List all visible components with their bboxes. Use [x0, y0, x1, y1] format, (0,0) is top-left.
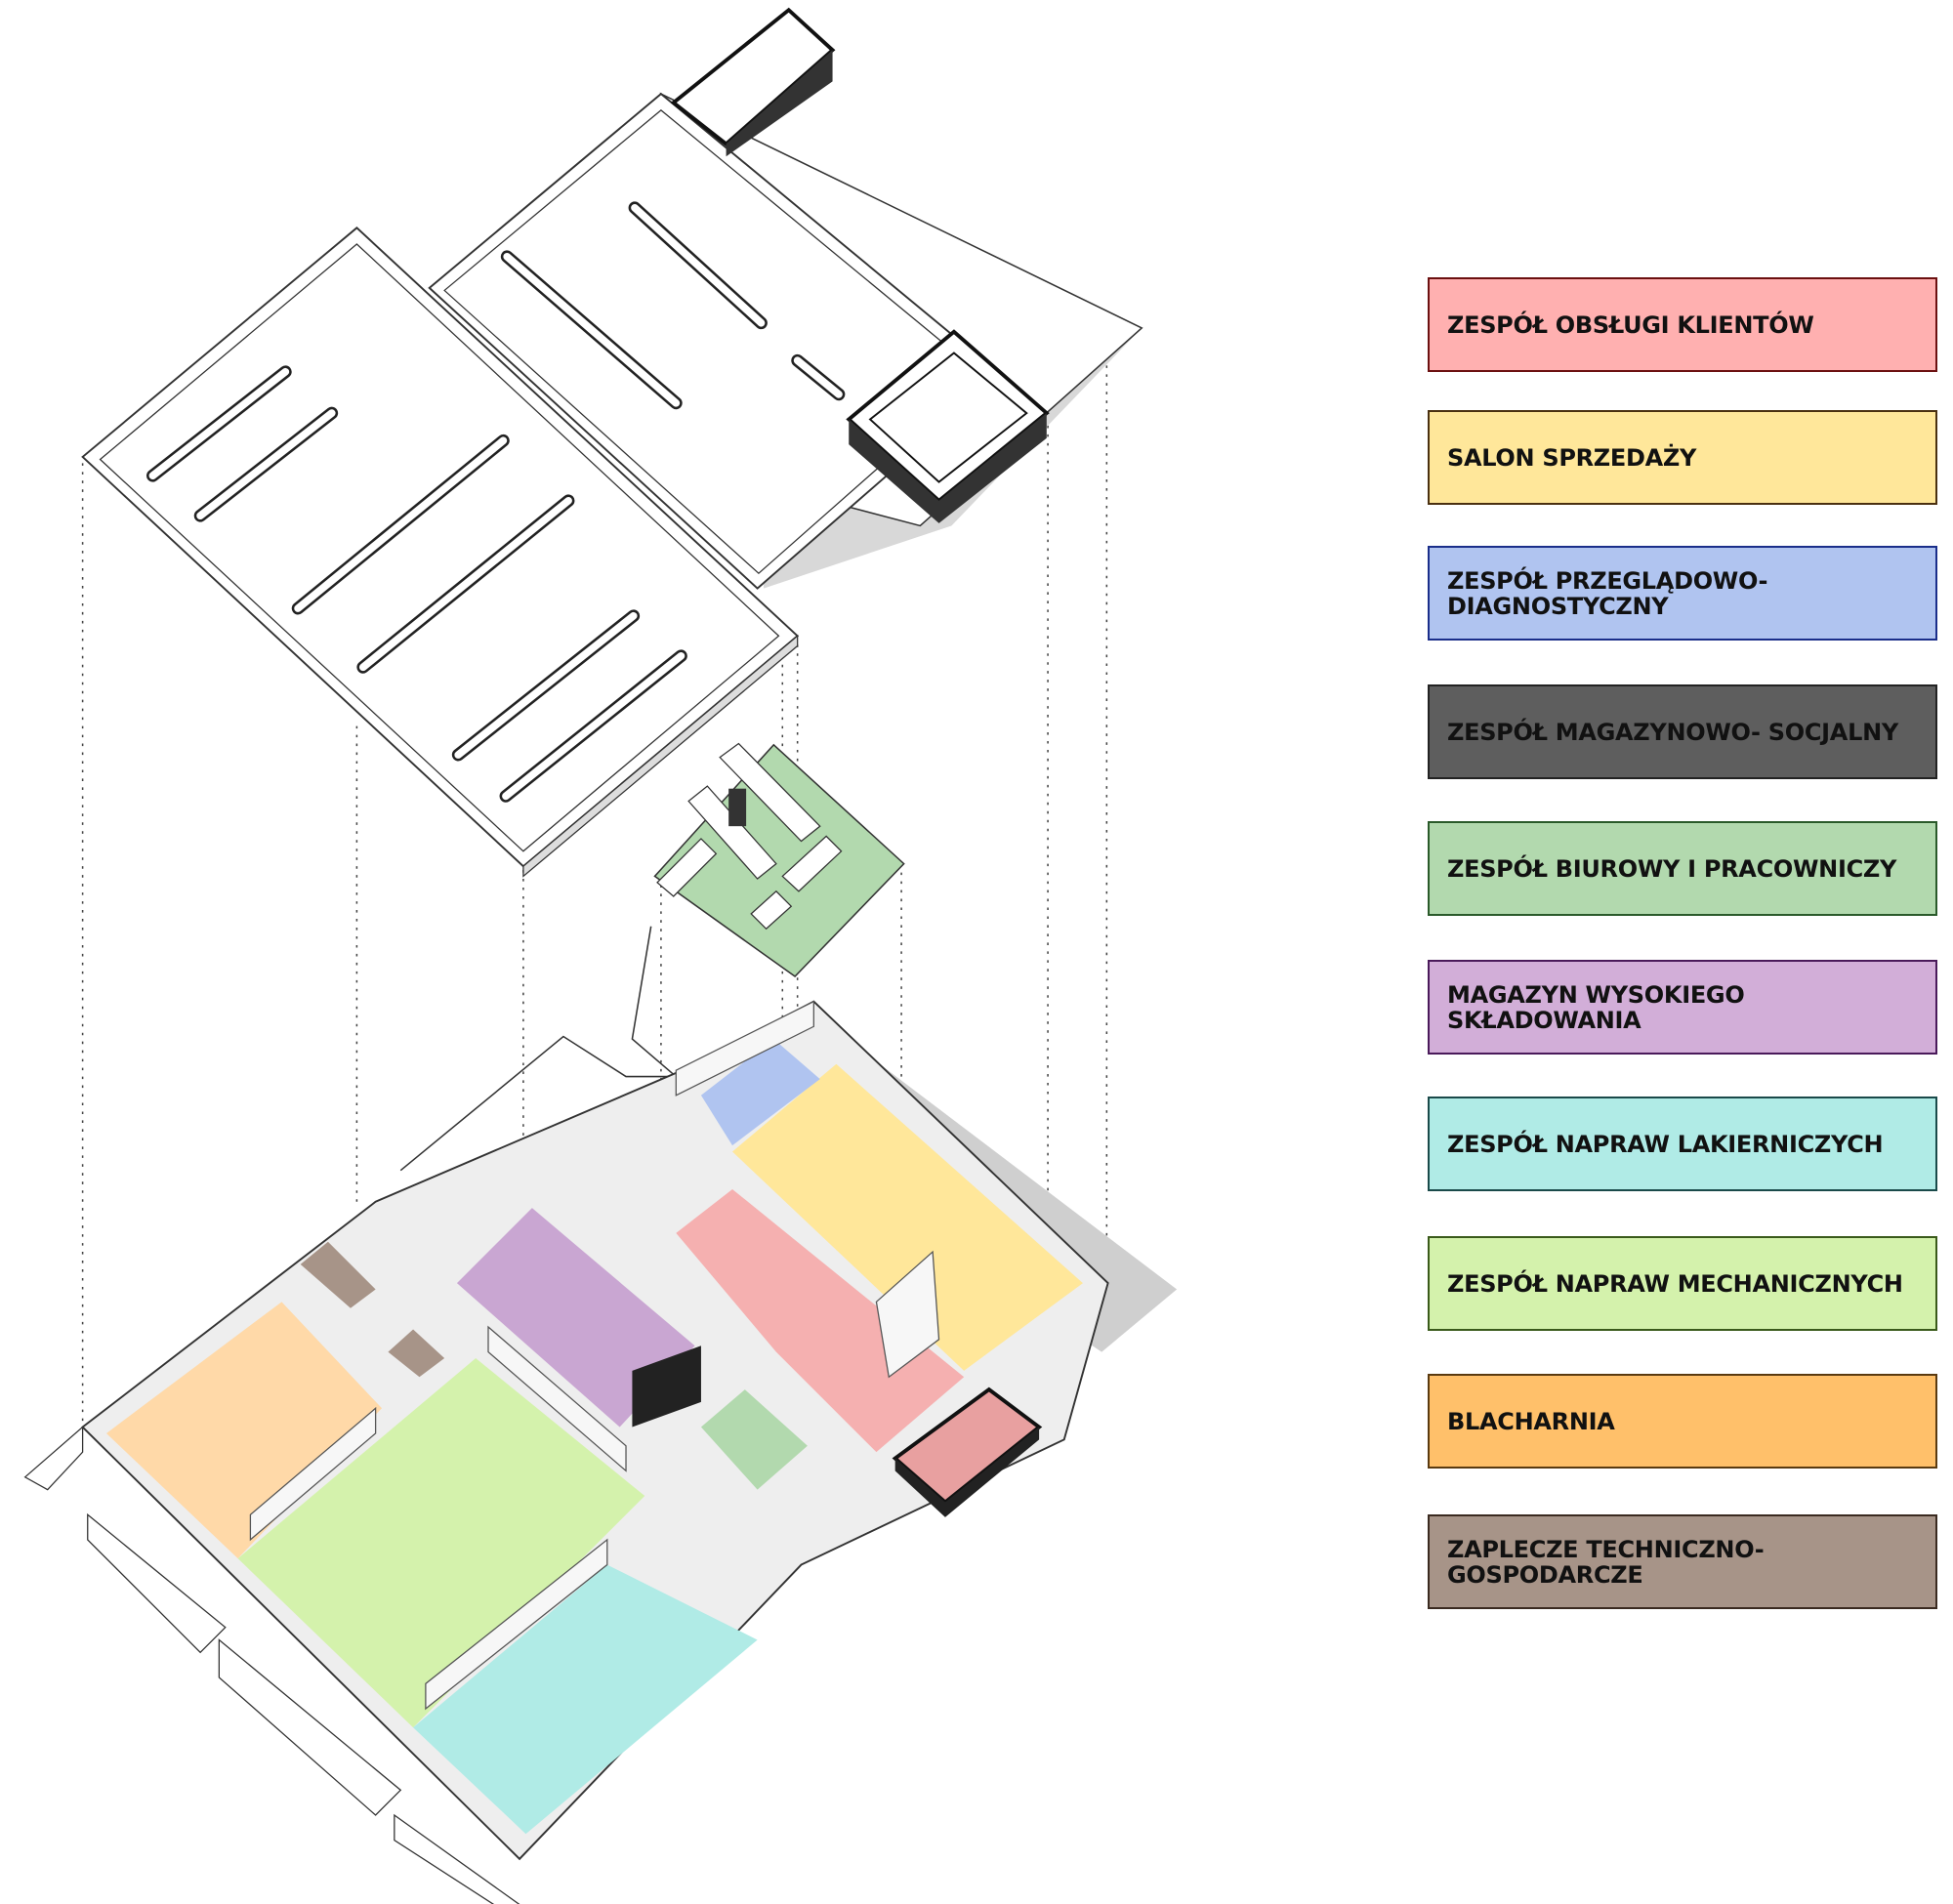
- legend-label: ZESPÓŁ BIUROWY I PRACOWNICZY: [1447, 854, 1897, 883]
- legend-item-przegladowo-diagnostyczny: ZESPÓŁ PRZEGLĄDOWO- DIAGNOSTYCZNY: [1428, 546, 1937, 641]
- upper-floor-offices: [653, 742, 905, 978]
- roof-slab-left-inner: [99, 243, 780, 852]
- zone-salon: [732, 1063, 1083, 1371]
- rooftop-box-right-inner: [868, 352, 1028, 483]
- zone-lakiernia: [413, 1564, 758, 1835]
- zone-blacharnia: [105, 1302, 383, 1559]
- legend-item-napraw-mechanicznych: ZESPÓŁ NAPRAW MECHANICZNYCH: [1428, 1236, 1937, 1331]
- legend-item-salon-sprzedazy: SALON SPRZEDAŻY: [1428, 410, 1937, 505]
- zone-mechanika: [237, 1358, 645, 1728]
- legend-item-napraw-lakierniczych: ZESPÓŁ NAPRAW LAKIERNICZYCH: [1428, 1097, 1937, 1191]
- rooftop-box-right-side: [849, 413, 1047, 523]
- legend-label: MAGAZYN WYSOKIEGO SKŁADOWANIA: [1447, 980, 1745, 1034]
- ground-floor: [23, 926, 1178, 1904]
- legend-label: ZESPÓŁ NAPRAW MECHANICZNYCH: [1447, 1269, 1903, 1298]
- rooftop-box-top-side: [726, 50, 833, 157]
- legend-label: ZESPÓŁ NAPRAW LAKIERNICZYCH: [1447, 1130, 1884, 1158]
- zone-biurowy: [700, 1389, 808, 1490]
- roof-level: [81, 7, 1143, 878]
- site-outline: [399, 926, 679, 1172]
- legend-label: BLACHARNIA: [1447, 1407, 1615, 1435]
- legend-item-magazyn-wysokiego-skladowania: MAGAZYN WYSOKIEGO SKŁADOWANIA: [1428, 960, 1937, 1055]
- legend-label: ZAPLECZE TECHNICZNO- GOSPODARCZE: [1447, 1535, 1765, 1589]
- legend-label: ZESPÓŁ OBSŁUGI KLIENTÓW: [1447, 310, 1814, 339]
- legend-item-blacharnia: BLACHARNIA: [1428, 1374, 1937, 1469]
- zone-obsluga-klientow: [676, 1188, 965, 1453]
- legend-label: ZESPÓŁ MAGAZYNOWO- SOCJALNY: [1447, 718, 1898, 746]
- roof-slab-edge: [522, 634, 799, 878]
- zone-zaplecze: [300, 1241, 376, 1308]
- legend-label: SALON SPRZEDAŻY: [1447, 443, 1697, 472]
- zone-przegladowo-diagnostyczny: [700, 1039, 820, 1146]
- legend-item-zaplecze-techniczno-gospodarcze: ZAPLECZE TECHNICZNO- GOSPODARCZE: [1428, 1514, 1937, 1609]
- legend-label: ZESPÓŁ PRZEGLĄDOWO- DIAGNOSTYCZNY: [1447, 566, 1768, 620]
- legend-item-biurowy-pracowniczy: ZESPÓŁ BIUROWY I PRACOWNICZY: [1428, 821, 1937, 916]
- legend-item-magazynowo-socjalny: ZESPÓŁ MAGAZYNOWO- SOCJALNY: [1428, 684, 1937, 779]
- legend-item-obsluga-klientow: ZESPÓŁ OBSŁUGI KLIENTÓW: [1428, 277, 1937, 372]
